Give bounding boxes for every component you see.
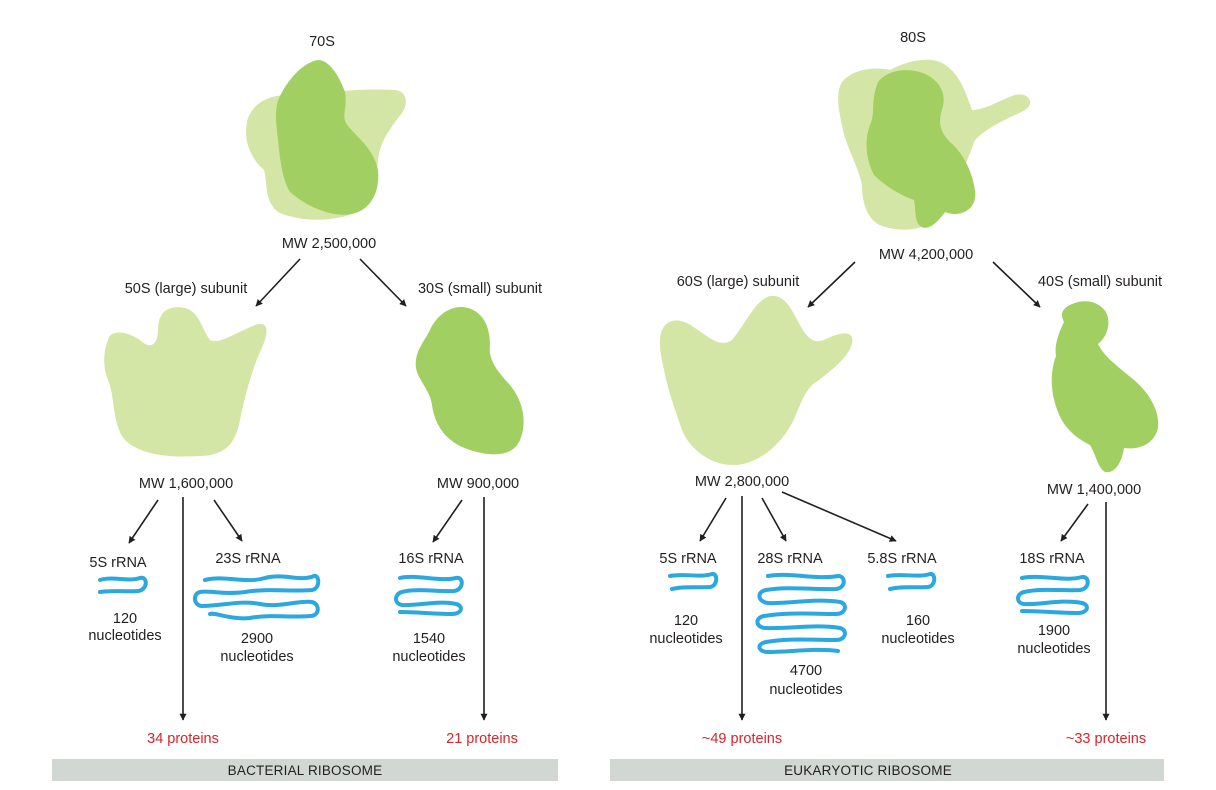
arrow-60s-to-5s [700,498,726,541]
rrna-16s-name: 16S rRNA [398,551,464,567]
subunit-50s-label: 50S (large) subunit [125,281,248,297]
rrna-28s-unit: nucleotides [769,682,842,698]
arrow-70s-to-30s [360,259,406,306]
rrna-18s-name: 18S rRNA [1019,551,1085,567]
ribosome-70s-mw: MW 2,500,000 [282,236,376,252]
rrna-16s-icon [396,577,462,614]
rrna-16s-count: 1540 [413,631,445,647]
subunit-60s-shape [660,296,853,465]
rrna-16s-unit: nucleotides [392,649,465,665]
arrow-50s-to-23s [214,500,242,541]
subunit-30s-mw: MW 900,000 [437,476,519,492]
rrna-5-8s-icon [888,574,934,589]
rrna-18s-unit: nucleotides [1017,641,1090,657]
subunit-40s-mw: MW 1,400,000 [1047,482,1141,498]
ribosome-70s-label: 70S [309,34,335,50]
rrna-18s-icon [1018,577,1088,613]
rrna-5s-euk-count: 120 [674,613,698,629]
subunit-40s-label: 40S (small) subunit [1038,274,1162,290]
arrow-50s-to-5s [129,500,158,543]
rrna-23s-unit: nucleotides [220,649,293,665]
proteins-50s-label: 34 proteins [147,731,219,747]
rrna-28s-name: 28S rRNA [757,551,823,567]
subunit-30s-shape [416,307,524,454]
rrna-23s-count: 2900 [241,631,273,647]
rrna-23s-name: 23S rRNA [215,551,281,567]
eukaryotic-panel: 80S MW 4,200,000 60S (large) subunit 40S… [610,30,1164,781]
arrow-60s-to-28s [762,498,786,541]
rrna-18s-count: 1900 [1038,623,1070,639]
arrow-80s-to-40s [993,262,1040,307]
bacterial-banner-label: BACTERIAL RIBOSOME [228,763,383,778]
rrna-5-8s-count: 160 [906,613,930,629]
ribosome-70s-shape [246,60,406,220]
subunit-60s-mw: MW 2,800,000 [695,474,789,490]
arrow-40s-to-18s [1061,504,1088,541]
subunit-60s-label: 60S (large) subunit [677,274,800,290]
rrna-5s-bact-count: 120 [113,611,137,627]
rrna-28s-count: 4700 [790,663,822,679]
proteins-30s-label: 21 proteins [446,731,518,747]
arrow-30s-to-16s [433,500,462,542]
arrow-70s-to-50s [256,259,300,306]
rrna-5s-bact-unit: nucleotides [88,628,161,644]
subunit-40s-shape [1052,301,1158,472]
proteins-40s-label: ~33 proteins [1066,731,1146,747]
arrow-60s-to-5-8s [782,492,896,541]
rrna-5s-euk-unit: nucleotides [649,631,722,647]
rrna-5-8s-unit: nucleotides [881,631,954,647]
subunit-50s-shape [104,307,266,456]
ribosome-80s-mw: MW 4,200,000 [879,247,973,263]
ribosome-80s-shape [838,60,1030,230]
subunit-50s-mw: MW 1,600,000 [139,476,233,492]
eukaryotic-banner-label: EUKARYOTIC RIBOSOME [784,763,952,778]
rrna-5s-bact-name: 5S rRNA [89,555,147,571]
ribosome-80s-label: 80S [900,30,926,46]
rrna-28s-icon [757,575,845,652]
subunit-30s-label: 30S (small) subunit [418,281,542,297]
rrna-5-8s-name: 5.8S rRNA [867,551,937,567]
bacterial-panel: 70S MW 2,500,000 50S (large) subunit 30S… [52,34,558,781]
rrna-5s-bact-icon [100,578,146,592]
rrna-5s-euk-icon [670,574,716,589]
proteins-60s-label: ~49 proteins [702,731,782,747]
arrow-80s-to-60s [808,262,855,307]
rrna-23s-icon [195,576,318,618]
rrna-5s-euk-name: 5S rRNA [659,551,717,567]
